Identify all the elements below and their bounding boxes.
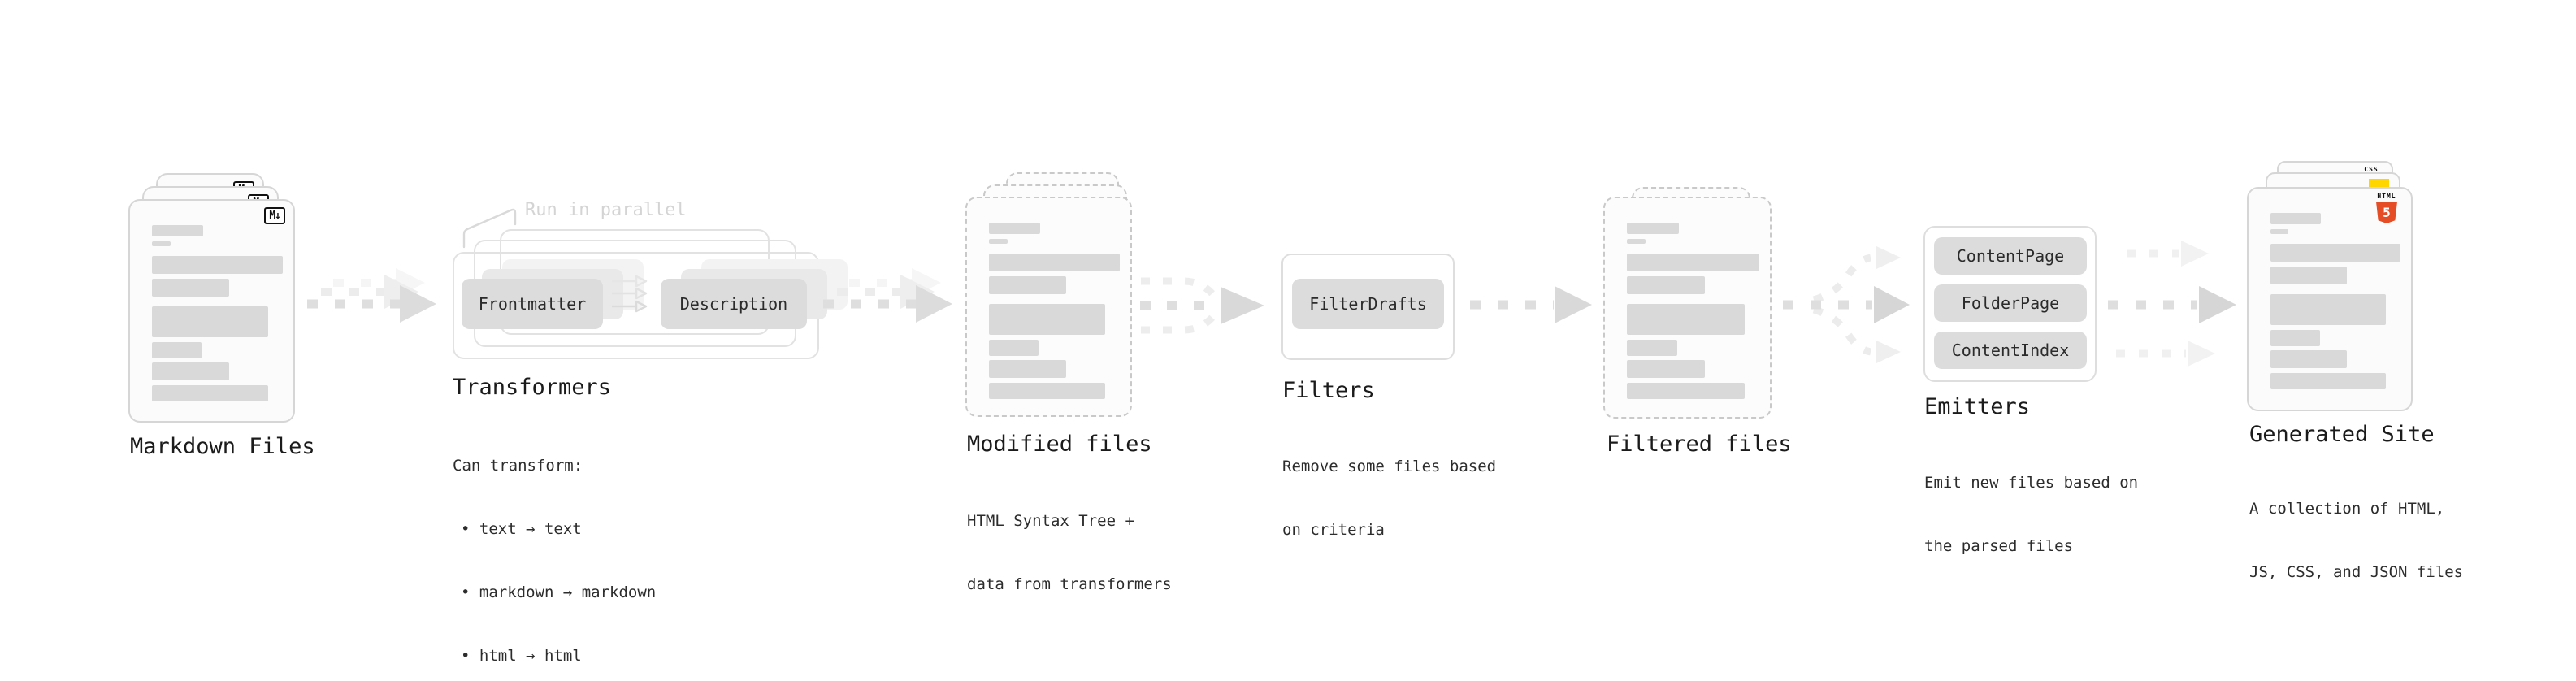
run-in-parallel-note: Run in parallel — [525, 200, 687, 220]
arrow-filters-to-filtered — [1470, 286, 1592, 323]
arrow-markdown-to-transformers — [307, 268, 436, 323]
emitters-description: Emit new files based on the parsed files — [1924, 430, 2138, 599]
filters-desc-line: on criteria — [1282, 521, 1385, 539]
generated-site-description: A collection of HTML, JS, CSS, and JSON … — [2249, 456, 2463, 625]
transformers-bullet: • text → text — [461, 520, 582, 538]
filters-desc-line: Remove some files based — [1282, 458, 1497, 475]
doc-content-placeholder — [1627, 223, 1759, 399]
emitters-label: Emitters — [1924, 394, 2031, 419]
doc-content-placeholder — [989, 223, 1120, 399]
transformers-bullet: • html → html — [461, 647, 582, 665]
generated-desc-line: A collection of HTML, — [2249, 500, 2445, 518]
arrow-modified-to-filters — [1140, 277, 1264, 334]
modified-desc-line: HTML Syntax Tree + — [967, 512, 1134, 530]
doc-content-placeholder — [2270, 213, 2400, 389]
filtered-file-card — [1603, 197, 1772, 419]
html-file-card: HTML 5 — [2247, 187, 2413, 411]
modified-desc-line: data from transformers — [967, 575, 1172, 593]
transformers-description: Can transform: • text → text • markdown … — [453, 413, 656, 681]
emitters-desc-line: the parsed files — [1924, 537, 2074, 555]
filtered-files-label: Filtered files — [1607, 432, 1792, 457]
parallel-note-leader-line — [462, 208, 517, 249]
modified-files-description: HTML Syntax Tree + data from transformer… — [967, 468, 1172, 637]
arrow-emitters-to-generated — [2108, 241, 2236, 367]
generated-desc-line: JS, CSS, and JSON files — [2249, 563, 2464, 581]
contentpage-chip: ContentPage — [1934, 237, 2087, 275]
markdown-file-card: M↓ — [128, 199, 295, 423]
generated-site-label: Generated Site — [2249, 422, 2435, 447]
contentindex-chip: ContentIndex — [1934, 332, 2087, 369]
filters-description: Remove some files based on criteria — [1282, 414, 1496, 583]
modified-files-label: Modified files — [967, 432, 1152, 457]
folderpage-chip: FolderPage — [1934, 284, 2087, 322]
markdown-files-label: Markdown Files — [130, 434, 315, 459]
frontmatter-chip: Frontmatter — [462, 279, 603, 329]
transformers-label: Transformers — [453, 375, 612, 400]
transformers-bullet: • markdown → markdown — [461, 583, 657, 601]
emitters-desc-line: Emit new files based on — [1924, 474, 2139, 492]
filterdrafts-chip: FilterDrafts — [1292, 279, 1444, 329]
mini-arrows-icon — [612, 275, 648, 313]
doc-content-placeholder — [152, 225, 283, 401]
arrow-transformers-to-modified — [823, 268, 952, 323]
filters-label: Filters — [1282, 378, 1375, 403]
markdown-icon: M↓ — [264, 207, 285, 224]
modified-file-card — [965, 197, 1132, 417]
description-chip: Description — [661, 279, 807, 329]
html5-icon: HTML 5 — [2372, 193, 2401, 223]
transformers-desc-title: Can transform: — [453, 457, 583, 475]
arrow-filtered-to-emitters — [1783, 246, 1910, 363]
javascript-icon — [2369, 179, 2389, 189]
